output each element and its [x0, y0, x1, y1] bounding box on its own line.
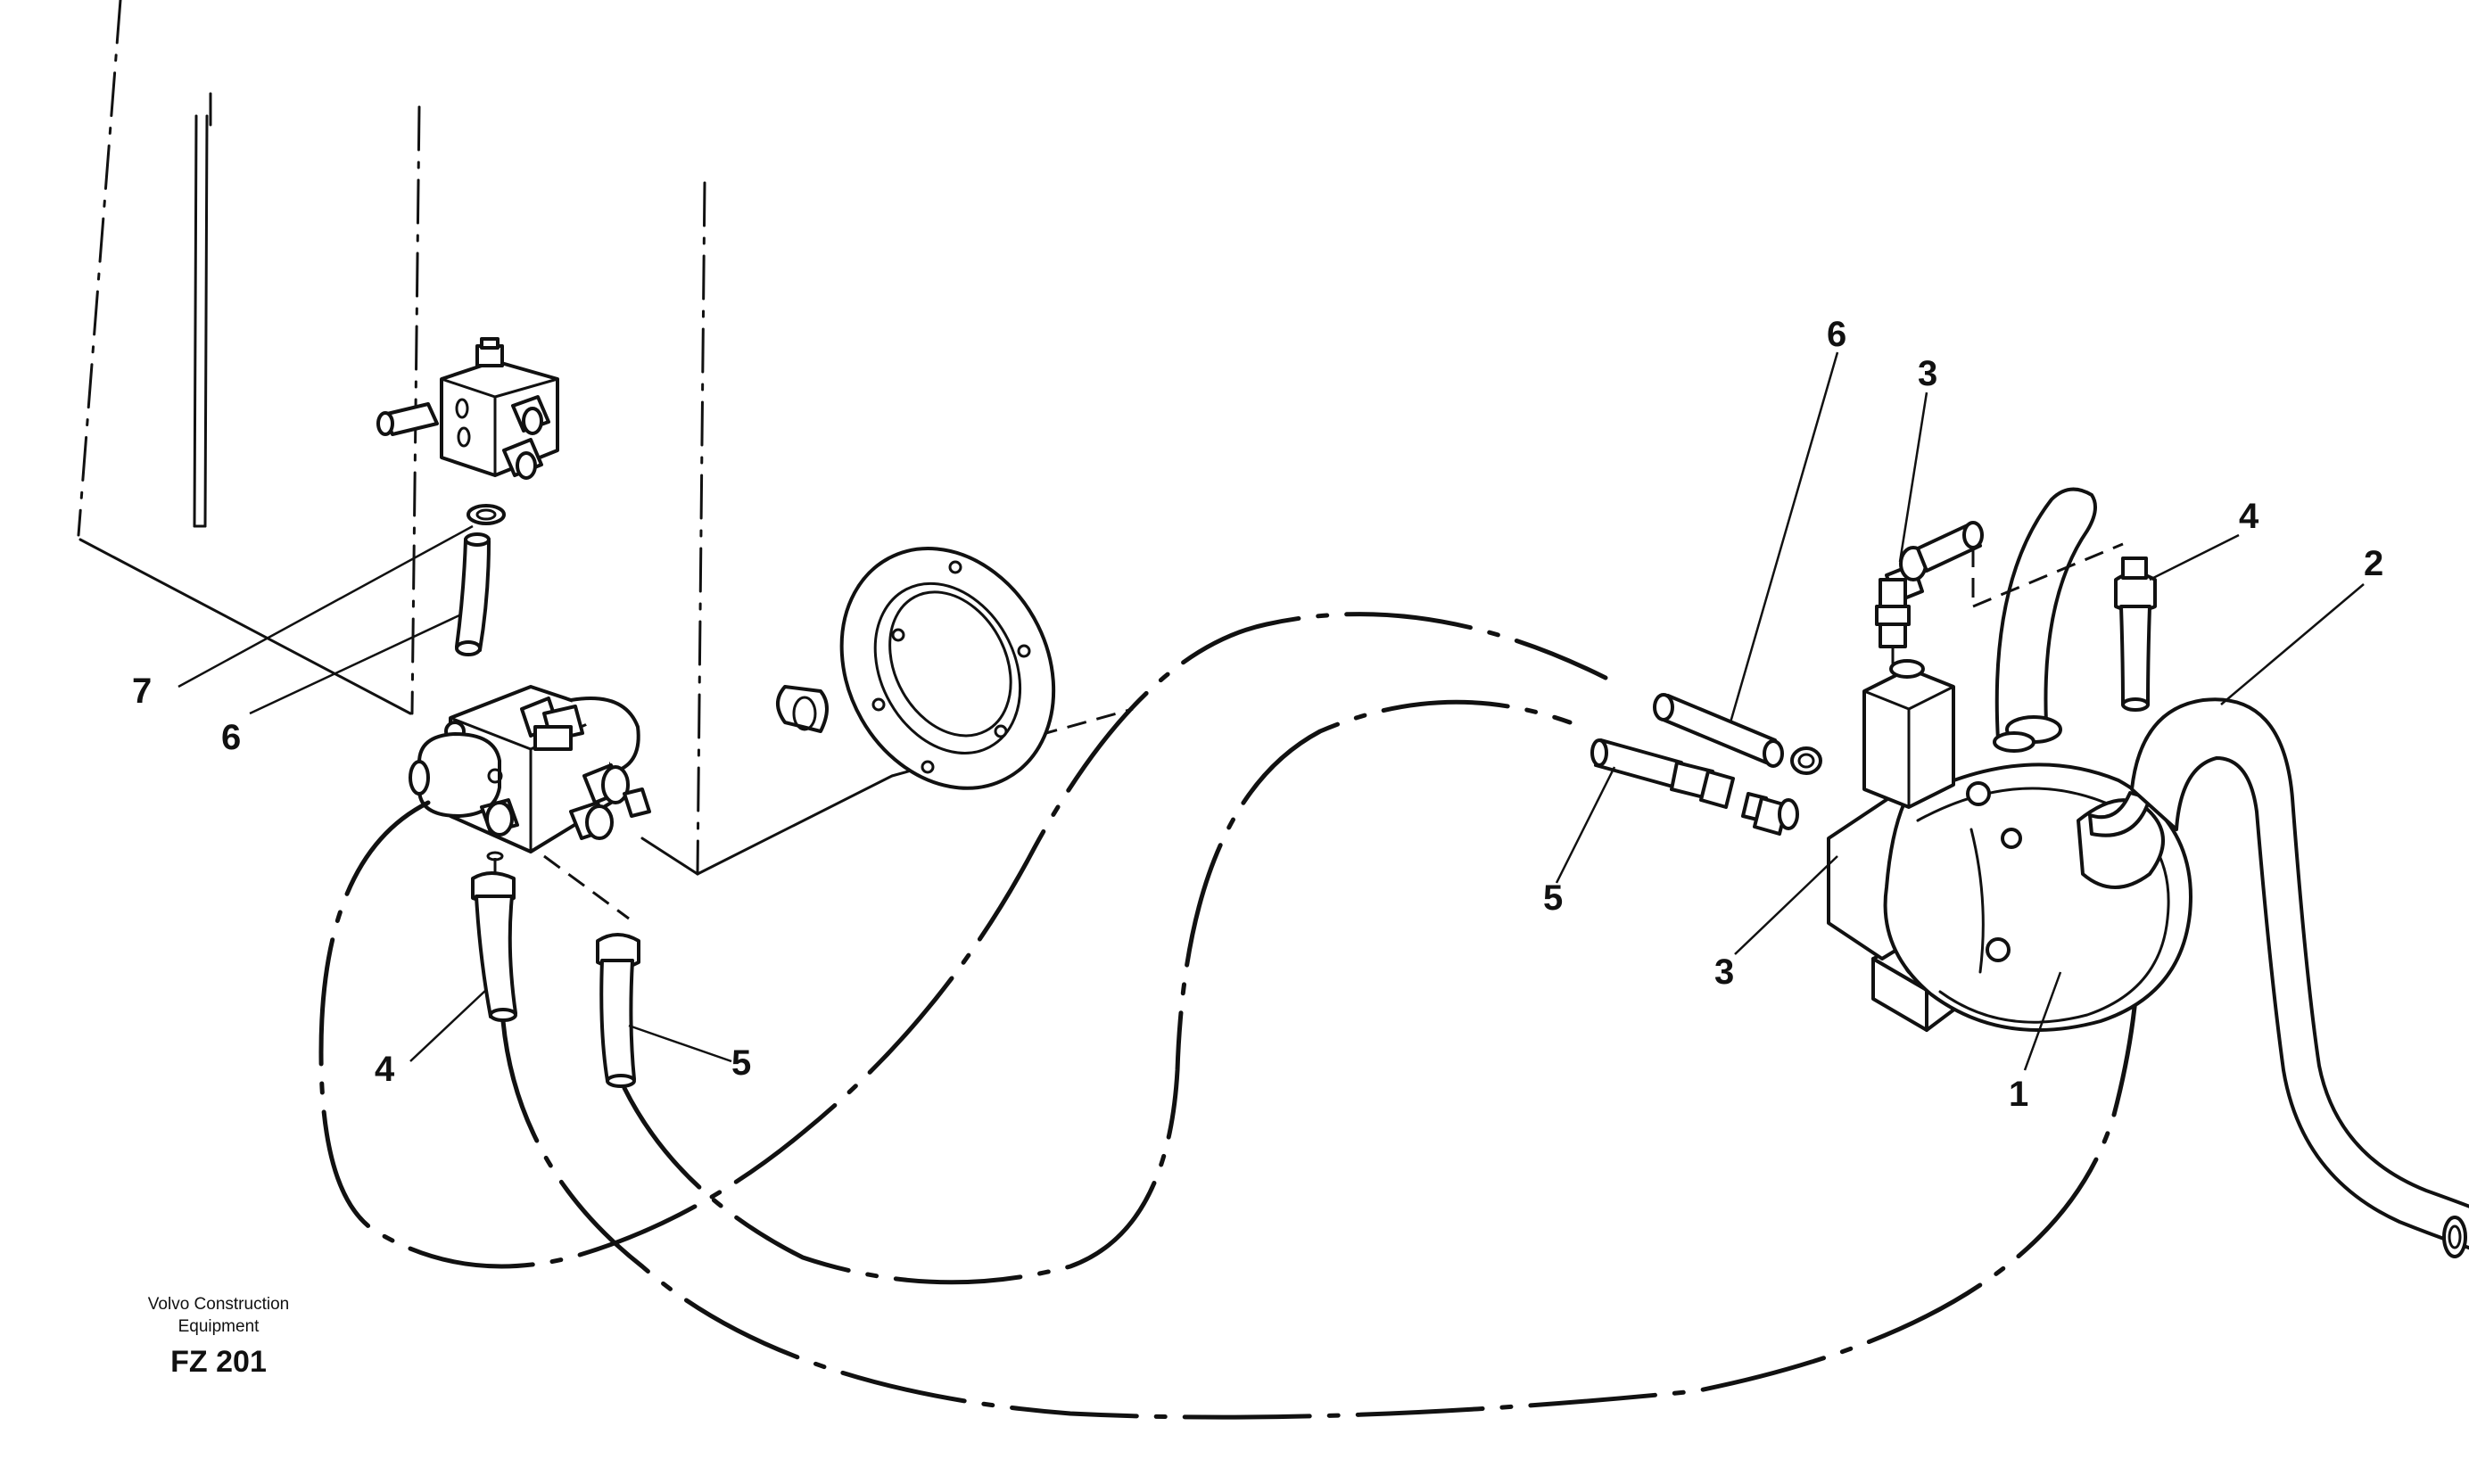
hose-5-right [1590, 738, 1799, 836]
pump-assembly [1827, 487, 2192, 1032]
callouts: 1 2 3 3 4 4 5 5 6 6 7 [132, 315, 2383, 1114]
caption-code: FZ 201 [170, 1345, 267, 1379]
hose-4-left [471, 851, 517, 1022]
callout-5-right: 5 [1543, 878, 1563, 918]
caption-organization: Volvo Construction Equipment [147, 1295, 290, 1336]
leader-lines [178, 351, 2365, 1071]
hose-6-right [1653, 693, 1822, 775]
callout-1: 1 [2009, 1075, 2028, 1114]
callout-6-right: 6 [1827, 315, 1846, 354]
hose-4-right [2114, 556, 2157, 712]
flange [839, 547, 1056, 790]
hose-2-right [2130, 697, 2469, 1258]
callout-2: 2 [2364, 544, 2383, 583]
lower-valve-block [409, 685, 651, 853]
callout-7: 7 [132, 672, 152, 711]
clamp-hose-left [455, 504, 506, 656]
callout-4-right: 4 [2239, 497, 2259, 536]
pipe-stub [776, 685, 829, 733]
pump-top-fittings [1875, 521, 2124, 664]
callout-6-left: 6 [221, 718, 241, 757]
callout-4-left: 4 [375, 1050, 395, 1089]
callout-3-lower: 3 [1714, 952, 1734, 992]
upper-valve-block [376, 337, 559, 480]
hose-loops [318, 612, 2142, 1420]
callout-5-left: 5 [731, 1043, 751, 1083]
callout-3-upper: 3 [1918, 354, 1937, 393]
hose-5-left [543, 854, 640, 1088]
